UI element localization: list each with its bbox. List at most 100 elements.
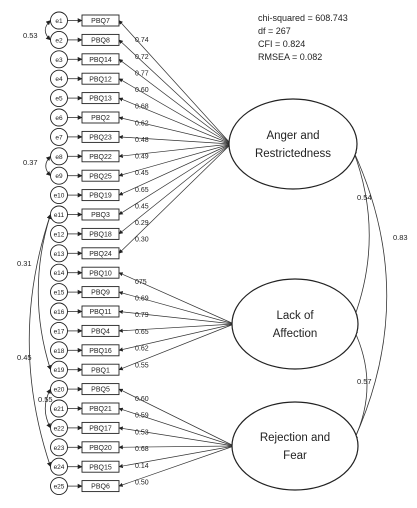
correlation-value: 0.57 — [357, 377, 372, 386]
error-label: e1 — [55, 18, 63, 25]
item-label: PBQ14 — [89, 57, 112, 64]
error-e1 — [50, 11, 68, 30]
loading-value: 0.77 — [135, 70, 149, 77]
error-e13 — [50, 244, 68, 263]
error-e3 — [50, 50, 68, 69]
error-label: e17 — [54, 328, 65, 335]
item-label: PBQ17 — [89, 426, 112, 433]
item-label: PBQ2 — [91, 115, 110, 122]
error-e25 — [50, 477, 68, 496]
error-e21 — [50, 399, 68, 418]
factor-correlation — [353, 329, 368, 441]
item-label: PBQ21 — [89, 406, 112, 413]
loading-value: 0.49 — [135, 154, 149, 161]
loading-path — [118, 309, 235, 325]
loading-path — [118, 323, 235, 333]
loading-value: 0.14 — [135, 463, 149, 470]
loading-path — [118, 20, 232, 145]
loading-path — [118, 445, 235, 450]
item-PBQ6 — [81, 480, 120, 493]
item-PBQ22 — [81, 150, 120, 163]
loading-path — [118, 59, 232, 145]
error-e8 — [50, 147, 68, 166]
factor-correlation — [352, 149, 370, 319]
error-label: e22 — [54, 425, 65, 432]
loading-path — [118, 272, 235, 325]
factor-label: Fear — [283, 450, 307, 462]
loading-value: 0.68 — [135, 104, 149, 111]
loading-value: 0.60 — [135, 396, 149, 403]
factor-correlation — [352, 149, 388, 441]
item-label: PBQ7 — [91, 18, 110, 25]
loading-value: 0.59 — [135, 413, 149, 420]
item-PBQ3 — [81, 208, 120, 221]
error-e2 — [50, 30, 68, 49]
loading-value: 0.74 — [135, 37, 149, 44]
factor-label: Affection — [273, 328, 318, 340]
item-PBQ4 — [81, 324, 120, 337]
loading-value: 0.30 — [135, 237, 149, 244]
loading-path — [118, 291, 235, 325]
error-e19 — [50, 360, 68, 379]
item-PBQ21 — [81, 402, 120, 415]
item-label: PBQ5 — [91, 387, 110, 394]
loading-value: 0.53 — [135, 429, 149, 436]
covariance-value: 0.37 — [23, 158, 38, 167]
error-e22 — [50, 418, 68, 437]
error-e18 — [50, 341, 68, 360]
error-label: e19 — [54, 367, 65, 374]
error-label: e13 — [54, 251, 65, 258]
item-label: PBQ4 — [91, 329, 110, 336]
error-e14 — [50, 263, 68, 282]
item-label: PBQ6 — [91, 484, 110, 491]
item-label: PBQ13 — [89, 96, 112, 103]
item-label: PBQ15 — [89, 464, 112, 471]
error-label: e6 — [55, 115, 63, 122]
error-label: e12 — [54, 231, 65, 238]
loading-value: 075 — [135, 279, 147, 286]
error-label: e2 — [55, 37, 63, 44]
factor-anger — [228, 98, 358, 190]
factor-label: Lack of — [276, 310, 314, 322]
rmsea-stat: RMSEA = 0.082 — [258, 52, 323, 62]
loading-value: 0.68 — [135, 446, 149, 453]
loading-path — [118, 135, 232, 145]
error-label: e24 — [54, 464, 65, 471]
error-e9 — [50, 166, 68, 185]
item-PBQ23 — [81, 130, 120, 143]
error-e17 — [50, 321, 68, 340]
loading-path — [118, 445, 235, 487]
item-PBQ11 — [81, 305, 120, 318]
error-covariance — [44, 20, 51, 41]
item-PBQ20 — [81, 441, 120, 454]
error-covariance — [37, 214, 52, 371]
loading-value: 0.62 — [135, 346, 149, 353]
error-e6 — [50, 108, 68, 127]
error-e12 — [50, 224, 68, 243]
item-label: PBQ19 — [89, 193, 112, 200]
error-e15 — [50, 283, 68, 302]
factor-label: Rejection and — [260, 432, 330, 444]
loading-value: 0.45 — [135, 170, 149, 177]
item-label: PBQ8 — [91, 38, 110, 45]
error-e7 — [50, 127, 68, 146]
covariance-value: 0.53 — [23, 31, 38, 40]
fit-statistics: chi-squared = 608.743 df = 267 CFI = 0.8… — [258, 12, 348, 64]
loading-path — [118, 78, 232, 145]
covariance-value: 0.55 — [38, 395, 53, 404]
loading-path — [118, 323, 235, 352]
item-PBQ17 — [81, 421, 120, 434]
error-label: e18 — [54, 348, 65, 355]
item-label: PBQ25 — [89, 173, 112, 180]
error-label: e11 — [54, 212, 65, 219]
error-label: e15 — [54, 290, 65, 297]
item-PBQ9 — [81, 286, 120, 299]
loading-path — [118, 143, 232, 196]
item-PBQ2 — [81, 111, 120, 124]
error-covariance — [44, 388, 51, 429]
error-label: e8 — [55, 154, 63, 161]
error-e24 — [50, 457, 68, 476]
error-e11 — [50, 205, 68, 224]
error-label: e10 — [54, 193, 65, 200]
item-PBQ10 — [81, 266, 120, 279]
